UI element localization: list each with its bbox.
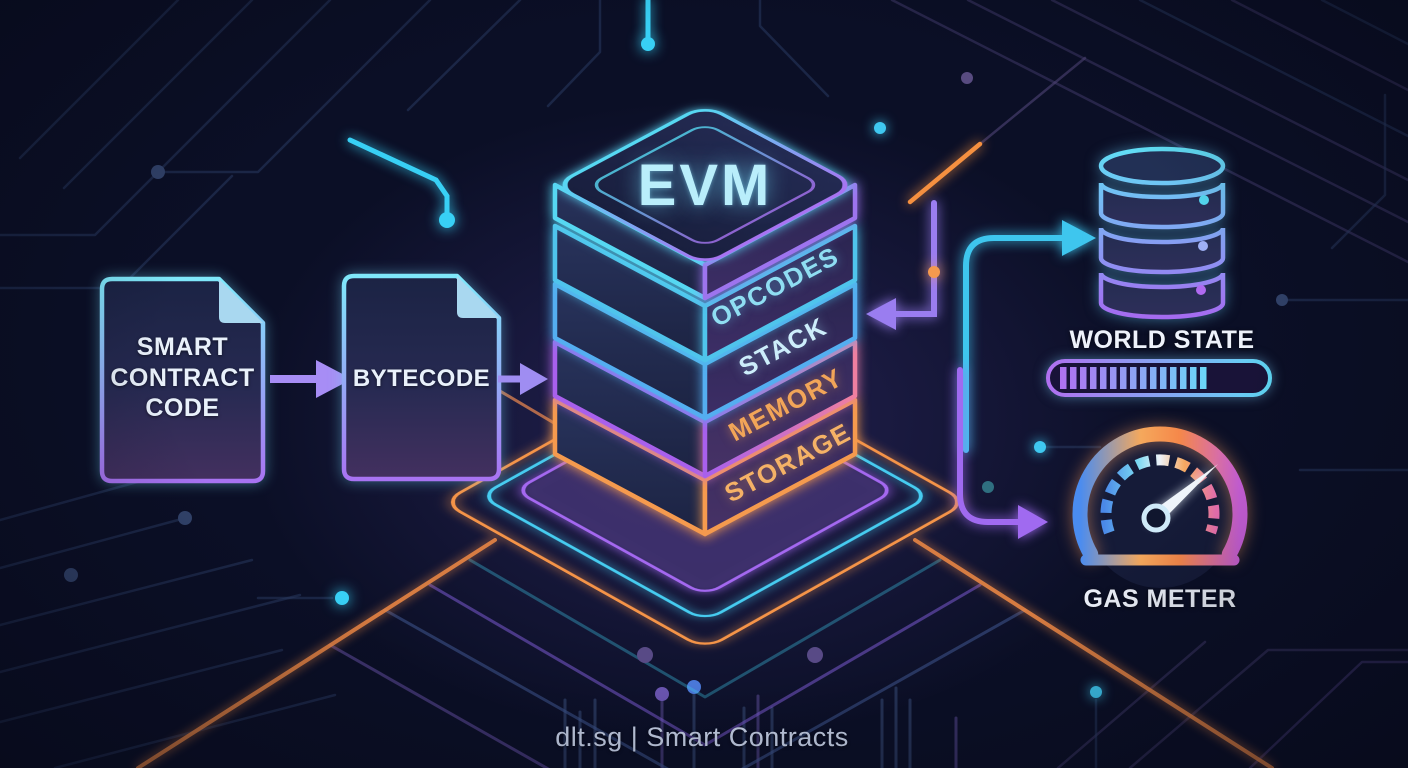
world-state-progress-bar xyxy=(1046,359,1272,397)
smart-contract-label: SMART CONTRACT CODE xyxy=(110,333,255,422)
gas-meter-gauge-icon xyxy=(1072,426,1248,588)
gas-meter-label: GAS METER xyxy=(1083,585,1237,613)
evm-title: EVM xyxy=(637,153,773,218)
gauge-hub xyxy=(1141,503,1171,533)
footer-caption: dlt.sg | Smart Contracts xyxy=(555,722,849,752)
world-state-label: WORLD STATE xyxy=(1069,326,1255,354)
bytecode-label: BYTECODE xyxy=(352,365,491,392)
